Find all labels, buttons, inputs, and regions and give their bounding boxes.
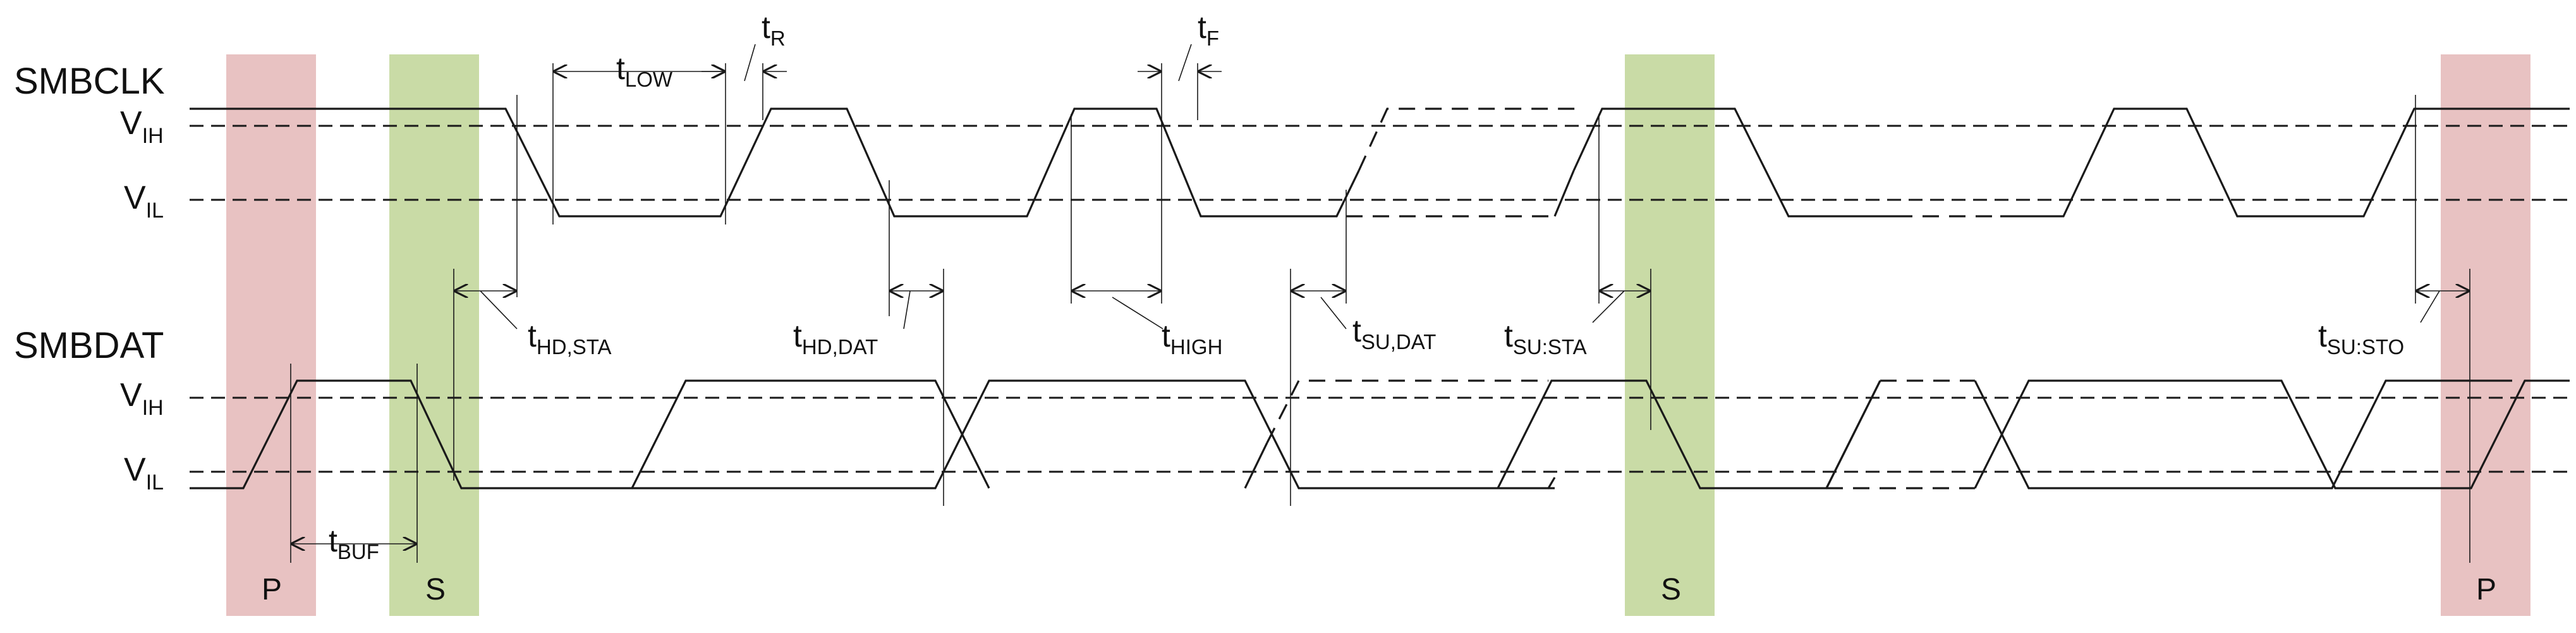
t-su-dat-label: tSU,DAT (1352, 313, 1436, 353)
t-su-sta-label: tSU:STA (1504, 318, 1587, 359)
stop-marker-left: P (262, 573, 282, 606)
dat-vih-label: VIH (120, 377, 164, 420)
t-f-label: tF (1198, 9, 1219, 50)
threshold-lines (190, 125, 2570, 473)
t-r-label: tR (762, 9, 786, 50)
smbclk-label: SMBCLK (14, 61, 165, 102)
start-marker: S (425, 573, 446, 606)
start-region (389, 54, 479, 616)
label-leaders (480, 44, 2440, 329)
stop-region-right (2441, 54, 2530, 616)
smbdat-label: SMBDAT (14, 325, 164, 366)
timing-arrows (291, 71, 2470, 544)
dat-vil-label: VIL (124, 452, 164, 495)
repeated-start-marker: S (1661, 573, 1681, 606)
clk-vih-label: VIH (120, 105, 164, 148)
t-hd-sta-label: tHD,STA (528, 318, 611, 359)
t-hd-dat-label: tHD,DAT (793, 318, 878, 359)
t-su-sto-label: tSU:STO (2318, 318, 2404, 359)
smbdat-waveform (190, 379, 2570, 489)
stop-region-left (226, 54, 316, 616)
smbclk-waveform (190, 108, 2570, 218)
timing-guides (290, 63, 2470, 563)
t-high-label: tHIGH (1162, 318, 1222, 359)
t-low-label: tLOW (616, 51, 673, 91)
clk-vil-label: VIL (124, 180, 164, 223)
t-buf-label: tBUF (329, 523, 379, 563)
condition-regions (226, 54, 2530, 616)
repeated-start-region (1625, 54, 1715, 616)
stop-marker-right: P (2476, 573, 2496, 606)
